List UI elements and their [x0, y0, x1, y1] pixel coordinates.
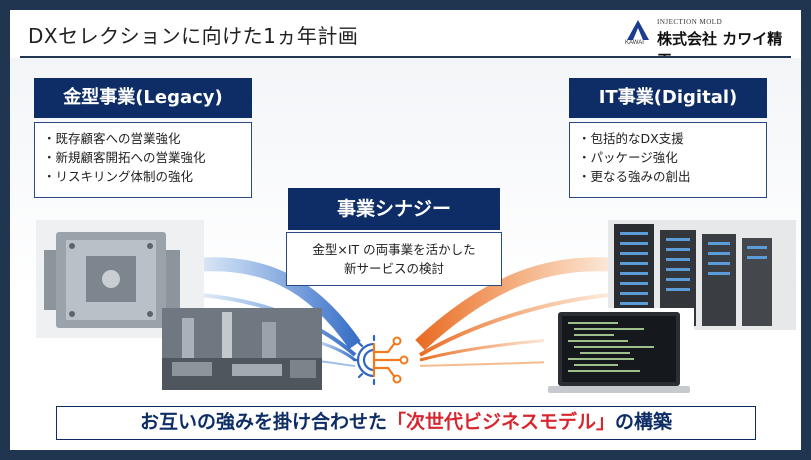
- flow-orange-main: [415, 257, 616, 351]
- logo-brand: KAWAI: [625, 40, 644, 46]
- list-item: ・更なる強みの創出: [578, 169, 691, 184]
- flow-orange-3: [419, 338, 551, 362]
- digital-title: IT事業(Digital): [569, 78, 767, 118]
- synergy-title: 事業シナジー: [288, 188, 500, 230]
- banner-highlight: 「次世代ビジネスモデル」: [386, 411, 615, 433]
- slide: DXセレクションに向けた1ヵ年計画 INJECTION MOLD KAWAI 株…: [10, 10, 801, 450]
- company-logo: INJECTION MOLD KAWAI 株式会社 カワイ精工: [617, 16, 787, 69]
- logo-mark-icon: [627, 20, 649, 40]
- flow-orange-4: [419, 361, 551, 367]
- list-item: ・リスキリング体制の強化: [43, 169, 194, 184]
- synergy-description-line: 金型×IT の両事業を活かした: [312, 242, 476, 257]
- banner-suffix: の構築: [615, 411, 673, 433]
- list-item: ・既存顧客への営業強化: [43, 131, 181, 146]
- conclusion-banner: お互いの強みを掛け合わせた「次世代ビジネスモデル」の構築: [56, 406, 756, 440]
- synergy-description-line: 新サービスの検討: [343, 261, 444, 276]
- legacy-title: 金型事業(Legacy): [34, 78, 252, 118]
- list-item: ・新規顧客開拓への営業強化: [43, 150, 206, 165]
- logo-tagline: INJECTION MOLD: [657, 18, 723, 26]
- header-bar: DXセレクションに向けた1ヵ年計画 INJECTION MOLD KAWAI 株…: [10, 10, 801, 69]
- laptop-code-photo: [544, 308, 694, 398]
- page-title: DXセレクションに向けた1ヵ年計画: [28, 24, 359, 48]
- gear-network-icon: [352, 334, 409, 386]
- flow-blue-main: [194, 257, 361, 349]
- list-item: ・包括的なDX支援: [578, 131, 684, 146]
- flow-orange-2: [418, 293, 611, 357]
- legacy-bullet-list: ・既存顧客への営業強化 ・新規顧客開拓への営業強化 ・リスキリング体制の強化: [34, 122, 252, 198]
- list-item: ・パッケージ強化: [578, 150, 678, 165]
- synergy-description: 金型×IT の両事業を活かした 新サービスの検討: [286, 232, 502, 286]
- header-divider: [20, 56, 791, 58]
- factory-photo: [162, 308, 322, 390]
- banner-prefix: お互いの強みを掛け合わせた: [139, 411, 387, 433]
- digital-bullet-list: ・包括的なDX支援 ・パッケージ強化 ・更なる強みの創出: [569, 122, 767, 198]
